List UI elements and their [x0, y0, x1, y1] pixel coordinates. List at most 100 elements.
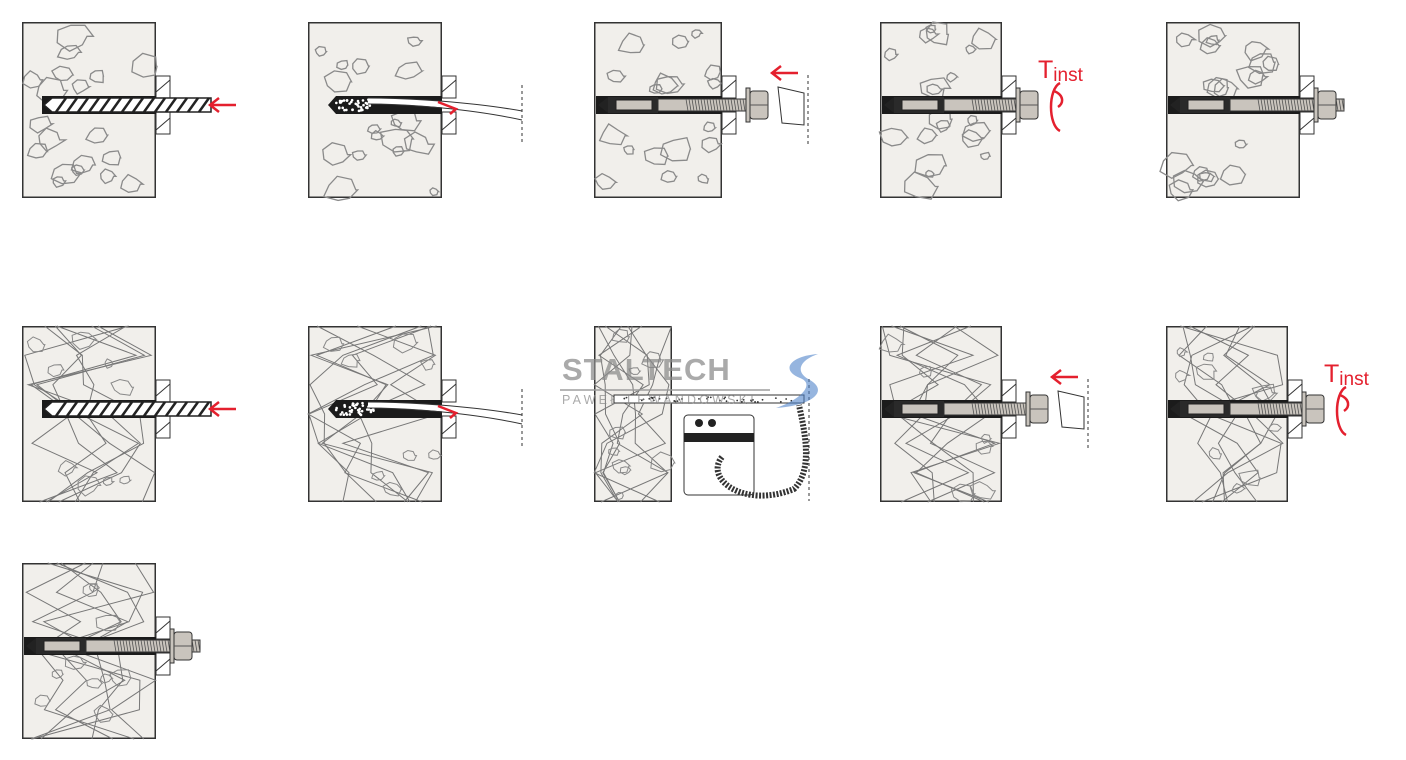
thread-line	[998, 98, 1002, 112]
hatch	[441, 117, 457, 131]
thread-line	[1281, 98, 1285, 112]
aggregate-stone	[57, 460, 79, 477]
thread-line	[1257, 402, 1261, 416]
suction-hose	[714, 404, 809, 499]
aggregate-stone	[77, 475, 102, 497]
dust-particle	[365, 102, 369, 106]
drill-flute	[65, 401, 79, 417]
dust-particle	[343, 108, 346, 112]
dust-particle	[790, 399, 793, 402]
dust-particle	[354, 403, 358, 407]
aggregate-stone	[926, 83, 945, 96]
thread-line	[1284, 402, 1288, 416]
aggregate-stone	[322, 336, 345, 352]
hatch	[155, 620, 171, 634]
drill-flute	[153, 401, 167, 417]
aggregate-stone	[110, 378, 135, 396]
aggregate-stone	[691, 29, 704, 39]
aggregate-stone	[131, 52, 158, 78]
thread-line	[718, 98, 722, 112]
dust-particle	[698, 397, 700, 400]
thread-line	[140, 639, 144, 653]
thread-line	[700, 98, 704, 112]
dust-particle	[665, 397, 668, 400]
thread-line	[1004, 402, 1008, 416]
aggregate-stone	[402, 449, 418, 461]
thread-line	[724, 98, 728, 112]
dust-particle	[345, 108, 348, 112]
aggregate-stone	[706, 77, 724, 90]
fixture-plate-bottom	[1001, 111, 1017, 135]
sleeve-clip	[1187, 99, 1225, 111]
drill-flute	[54, 401, 68, 417]
thread-line	[715, 98, 719, 112]
aggregate-stone	[1195, 363, 1218, 380]
aggregate-stone	[1231, 483, 1247, 494]
aggregate-stone	[594, 172, 619, 190]
dust-particle	[369, 408, 373, 412]
dust-particle	[709, 396, 712, 399]
dust-particle	[718, 399, 721, 402]
thread-line	[1296, 98, 1300, 112]
hatch	[441, 79, 457, 93]
step-8-panel	[593, 325, 810, 503]
thread-line	[1275, 98, 1279, 112]
aggregate-stone	[961, 121, 992, 142]
anchor-cone	[1170, 97, 1180, 113]
blow-tube-outline	[367, 401, 523, 425]
aggregate-stone	[704, 64, 722, 81]
anchor-cone	[884, 97, 894, 113]
dust-particle	[640, 399, 643, 402]
aggregate-stone	[64, 655, 88, 670]
aggregate-stone	[1197, 169, 1220, 188]
thread-line	[727, 98, 731, 112]
aggregate-stone	[611, 459, 632, 474]
aggregate-stone	[643, 147, 670, 166]
aggregate-stone	[1175, 32, 1198, 48]
drill-flute	[54, 97, 68, 113]
thread-line	[685, 98, 689, 112]
setting-tool	[777, 86, 805, 126]
thread-line	[971, 98, 975, 112]
aggregate-stone	[659, 136, 692, 162]
aggregate-stone	[971, 27, 999, 50]
crack-line	[593, 325, 644, 503]
concrete-block	[594, 326, 672, 502]
drill-flute	[98, 97, 112, 113]
step-illustration	[594, 22, 809, 198]
hatch	[1287, 383, 1303, 397]
dust-particle	[335, 101, 338, 105]
aggregate-stone	[371, 470, 386, 481]
thread-line	[1293, 98, 1297, 112]
step-content	[596, 65, 809, 145]
step-content	[24, 628, 201, 664]
thread-line	[1287, 402, 1291, 416]
thread-line	[1272, 98, 1276, 112]
aggregate-stone	[1175, 369, 1192, 383]
dust-particle	[356, 99, 360, 103]
dust-particle	[742, 398, 745, 401]
thread-line	[1293, 402, 1297, 416]
aggregate-stone	[95, 614, 122, 632]
dust-particle	[350, 408, 354, 412]
hammer-direction-arrow-icon	[769, 65, 798, 81]
aggregate-stone	[967, 114, 979, 127]
drill-flute	[98, 401, 112, 417]
crack-line	[308, 325, 432, 503]
thread-line	[125, 639, 129, 653]
aggregate-stone	[104, 358, 114, 369]
dust-particle	[652, 399, 655, 402]
aggregate-stone	[379, 128, 415, 153]
step-illustration	[878, 21, 1064, 200]
dust-particle	[752, 399, 754, 401]
torque-rotation-arrow-icon	[1049, 81, 1064, 133]
aggregate-stone	[419, 359, 436, 371]
step-5-panel	[1159, 22, 1406, 202]
thread-line	[995, 402, 999, 416]
aggregate-stone	[628, 367, 642, 375]
crack-line	[599, 325, 622, 503]
thread-line	[688, 98, 692, 112]
step-content	[42, 400, 236, 418]
dust-particle	[348, 406, 352, 409]
aggregate-stone	[71, 331, 98, 350]
